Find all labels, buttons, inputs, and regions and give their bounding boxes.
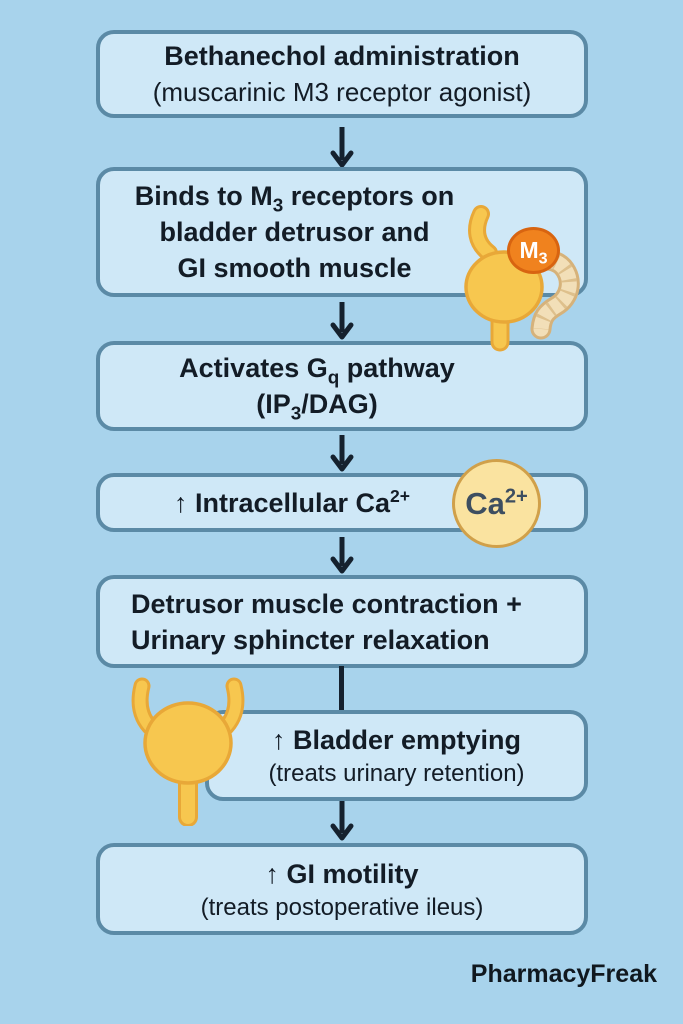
step1-title: Bethanechol administration: [164, 41, 520, 71]
bladder-icon: [124, 676, 252, 831]
m3-receptor-badge: M3: [507, 227, 560, 274]
flow-step-gi-motility: ↑ GI motility (treats postoperative ileu…: [96, 843, 588, 935]
m3-badge-label: M3: [519, 237, 547, 267]
subscript: 3: [272, 195, 284, 217]
subscript: q: [327, 367, 340, 389]
watermark-brand: PharmacyFreak: [470, 960, 657, 988]
step7-line1: ↑ GI motility: [265, 858, 419, 889]
text-segment: Ca: [465, 485, 505, 521]
step3-line1: Activates Gq pathway: [179, 350, 455, 389]
step7-line2: (treats postoperative ileus): [200, 893, 484, 921]
arrow-down-icon: [329, 536, 355, 579]
step3-line2: (IP3/DAG): [256, 386, 378, 425]
step6-line1: ↑ Bladder emptying: [271, 725, 522, 755]
arrow-down-icon: [329, 800, 355, 846]
text-segment: Binds to M: [134, 181, 273, 211]
ca-ion-badge: Ca2+: [452, 459, 541, 548]
arrow-down-icon: [329, 434, 355, 477]
flow-step-detrusor-contraction: Detrusor muscle contraction + Urinary sp…: [96, 575, 588, 668]
flow-step-gq-pathway: Activates Gq pathway (IP3/DAG): [96, 341, 588, 431]
step2-line1: Binds to M3 receptors on: [134, 178, 455, 217]
flow-step-binds-receptors: Binds to M3 receptors on bladder detruso…: [96, 167, 588, 297]
step6-line2: (treats urinary retention): [268, 760, 525, 787]
text-segment: /DAG): [301, 389, 378, 419]
flow-step-administration: Bethanechol administration (muscarinic M…: [96, 30, 588, 118]
ca-badge-label: Ca2+: [465, 486, 528, 522]
step4-line1: ↑ Intracellular Ca2+: [174, 485, 410, 521]
step2-line3: GI smooth muscle: [177, 253, 412, 283]
step1-subtitle: (muscarinic M3 receptor agonist): [152, 77, 532, 107]
arrow-down-icon: [329, 301, 355, 345]
text-segment: ↑ Intracellular Ca: [173, 487, 391, 518]
superscript: 2+: [504, 485, 528, 508]
connector-line: [339, 666, 344, 712]
superscript: 2+: [390, 485, 411, 506]
text-segment: pathway: [339, 353, 455, 383]
text-segment: Activates G: [179, 353, 328, 383]
arrow-down-icon: [329, 126, 355, 173]
step5-line1: Detrusor muscle contraction +: [131, 588, 522, 619]
subscript: 3: [538, 249, 548, 268]
text-segment: receptors on: [283, 181, 455, 211]
step5-line2: Urinary sphincter relaxation: [131, 624, 490, 655]
text-segment: M: [519, 237, 539, 263]
flow-step-bladder-emptying: ↑ Bladder emptying (treats urinary reten…: [205, 710, 588, 801]
text-segment: (IP: [256, 389, 291, 419]
subscript: 3: [290, 403, 302, 425]
step2-line2: bladder detrusor and: [159, 217, 430, 247]
